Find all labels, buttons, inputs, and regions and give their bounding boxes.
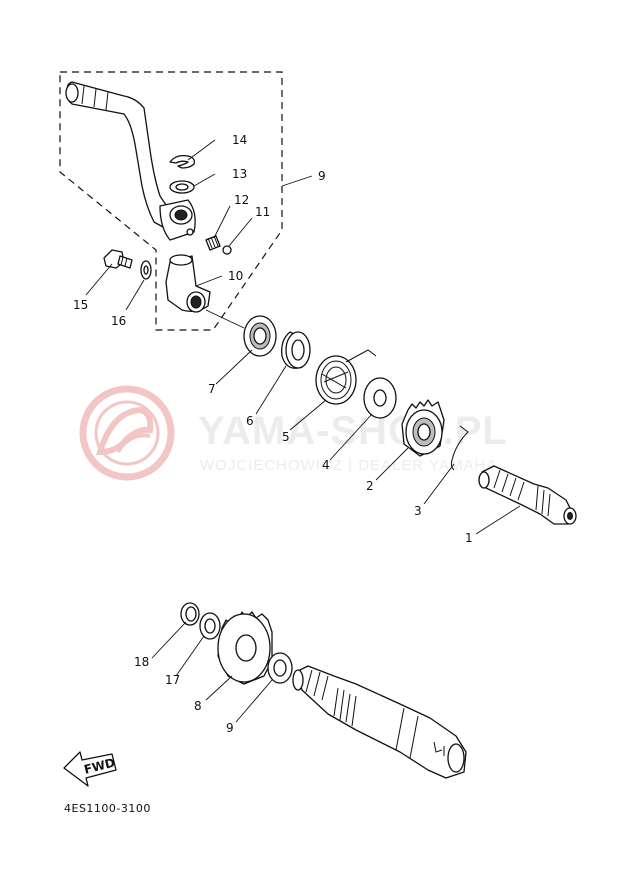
callout-7: 7 [208,382,216,396]
ball-13 [222,245,232,255]
washer-9-upper [199,612,221,640]
callout-16: 14 [232,133,247,147]
callout-12: 10 [228,269,243,283]
main-axle-shaft [292,665,467,779]
kick-shaft-1 [478,465,577,525]
callout-9-upper: 17 [165,673,180,687]
callout-14: 12 [234,193,249,207]
fwd-arrow-icon: FWD [63,751,117,787]
circlip-10 [180,602,200,626]
washer-18 [140,260,152,280]
watermark: YAMA-SHOP.PL WOJCIECHOWICZ | DEALER YAMA… [79,385,508,481]
watermark-site-text: YAMA-SHOP.PL [198,409,508,453]
kick-crank-assembly-boundary [59,71,283,331]
leader-lines [85,139,521,723]
watermark-logo-icon [79,385,175,481]
callout-10: 18 [134,655,149,669]
circlip-16 [169,154,196,169]
watermark-dealer-text: WOJCIECHOWICZ | DEALER YAMAHA [200,457,497,474]
callout-9-lower: 9 [226,721,234,735]
kick-boss-12 [165,254,211,313]
washer-9-lower [267,652,293,684]
callout-6: 6 [246,414,254,428]
spring-14 [205,235,221,251]
callout-17: 15 [73,298,88,312]
bolt-17 [103,249,133,269]
collar-6 [281,331,311,369]
washer-4 [363,377,397,419]
kick-idle-gear-8 [217,611,273,685]
callout-labels: 14 13 12 11 9 10 15 16 7 6 5 4 2 3 1 18 … [73,133,473,735]
callout-2: 2 [366,479,374,493]
oil-seal-7 [243,315,277,357]
torsion-spring-5 [315,349,377,405]
callout-5: 5 [282,430,290,444]
callout-18: 16 [111,314,126,328]
callout-11: 9 [318,169,326,183]
callout-15: 13 [232,167,247,181]
callout-3: 3 [414,504,422,518]
ratchet-wheel-2 [401,399,445,457]
clip-3 [450,425,469,471]
washer-15 [169,180,195,194]
kick-crank-lever [65,81,196,241]
callout-8: 8 [194,699,202,713]
callout-4: 4 [322,458,330,472]
callout-1: 1 [465,531,473,545]
diagram-code: 4ES1100-3100 [64,802,151,815]
callout-13: 11 [255,205,270,219]
